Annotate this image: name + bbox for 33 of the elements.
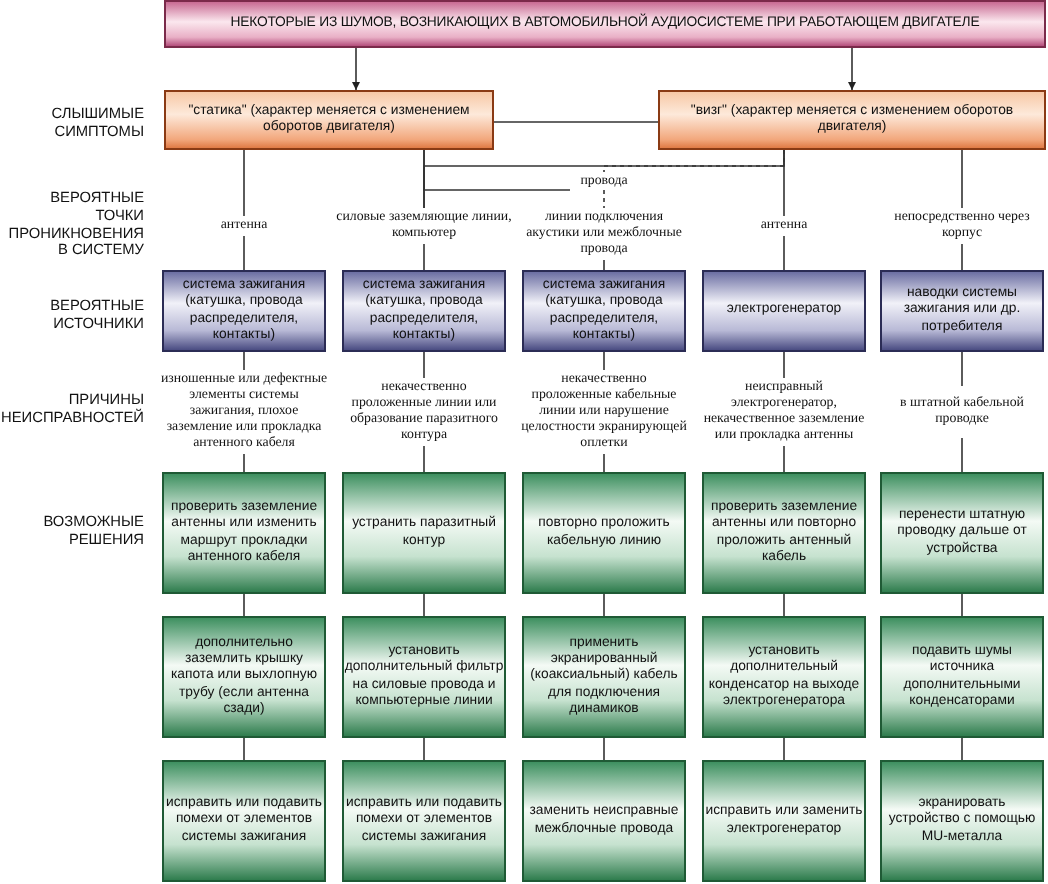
connector-line: [961, 593, 963, 617]
connector-line: [961, 351, 963, 387]
connector-line: [961, 437, 963, 473]
arrow: [848, 47, 856, 91]
connector-line: [783, 235, 785, 271]
connector-line: [961, 149, 963, 209]
connector-line: [493, 121, 659, 123]
connector-line: [603, 737, 605, 761]
connector-line: [243, 737, 245, 761]
connector-line: [423, 593, 425, 617]
connector-line: [961, 737, 963, 761]
connector-line: [783, 445, 785, 473]
arrow: [352, 47, 360, 91]
connector-line: [243, 453, 245, 473]
connector-line: [603, 453, 605, 473]
connector-line: [243, 149, 245, 217]
connector-line: [423, 149, 571, 191]
connector-line: [961, 243, 963, 271]
connector-line: [423, 445, 425, 473]
connector-line: [783, 593, 785, 617]
connector-line: [243, 235, 245, 271]
connector-line: [243, 593, 245, 617]
connector-line: [603, 593, 605, 617]
connector-line: [603, 351, 605, 371]
connector-line: [603, 259, 605, 271]
connector-line: [423, 243, 425, 271]
connector-line: [783, 351, 785, 379]
connector-line: [423, 737, 425, 761]
connector-line: [783, 149, 785, 217]
connector-line: [243, 351, 245, 371]
connector-line: [423, 351, 425, 379]
connector-line: [783, 737, 785, 761]
connector-line: [603, 189, 605, 209]
